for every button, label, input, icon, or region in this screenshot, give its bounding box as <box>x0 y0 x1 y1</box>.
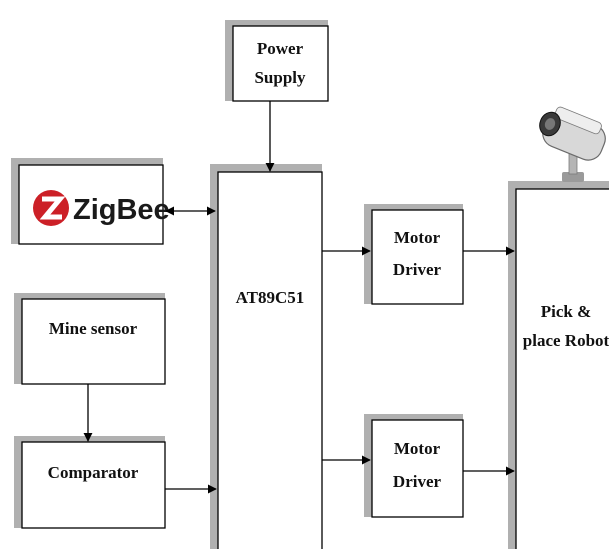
motor-driver-top-line2: Driver <box>393 260 442 279</box>
motor-driver-top-line1: Motor <box>394 228 441 247</box>
comparator-label: Comparator <box>48 463 139 482</box>
robot-label-line1: Pick & <box>541 302 592 321</box>
zigbee-label: ZigBee <box>73 194 170 226</box>
motor-driver-bottom-block: Motor Driver <box>364 414 464 518</box>
comparator-block: Comparator <box>14 436 166 529</box>
robot-block: Pick & place Robot <box>508 181 609 549</box>
microcontroller-block: AT89C51 <box>210 164 323 549</box>
robot-label-line2: place Robot <box>523 331 609 350</box>
power-supply-block: Power Supply <box>225 20 329 102</box>
mine-sensor-block: Mine sensor <box>14 293 166 385</box>
zigbee-logo: ZigBee <box>33 190 170 226</box>
zigbee-block: ZigBee <box>11 158 170 245</box>
motor-driver-bottom-line2: Driver <box>393 472 442 491</box>
motor-driver-top-block: Motor Driver <box>364 204 464 305</box>
mine-sensor-label: Mine sensor <box>49 319 138 338</box>
motor-driver-bottom-line1: Motor <box>394 439 441 458</box>
microcontroller-label: AT89C51 <box>236 288 305 307</box>
power-supply-label-line2: Supply <box>254 68 306 87</box>
power-supply-label-line1: Power <box>257 39 304 58</box>
security-camera-icon <box>539 106 606 182</box>
